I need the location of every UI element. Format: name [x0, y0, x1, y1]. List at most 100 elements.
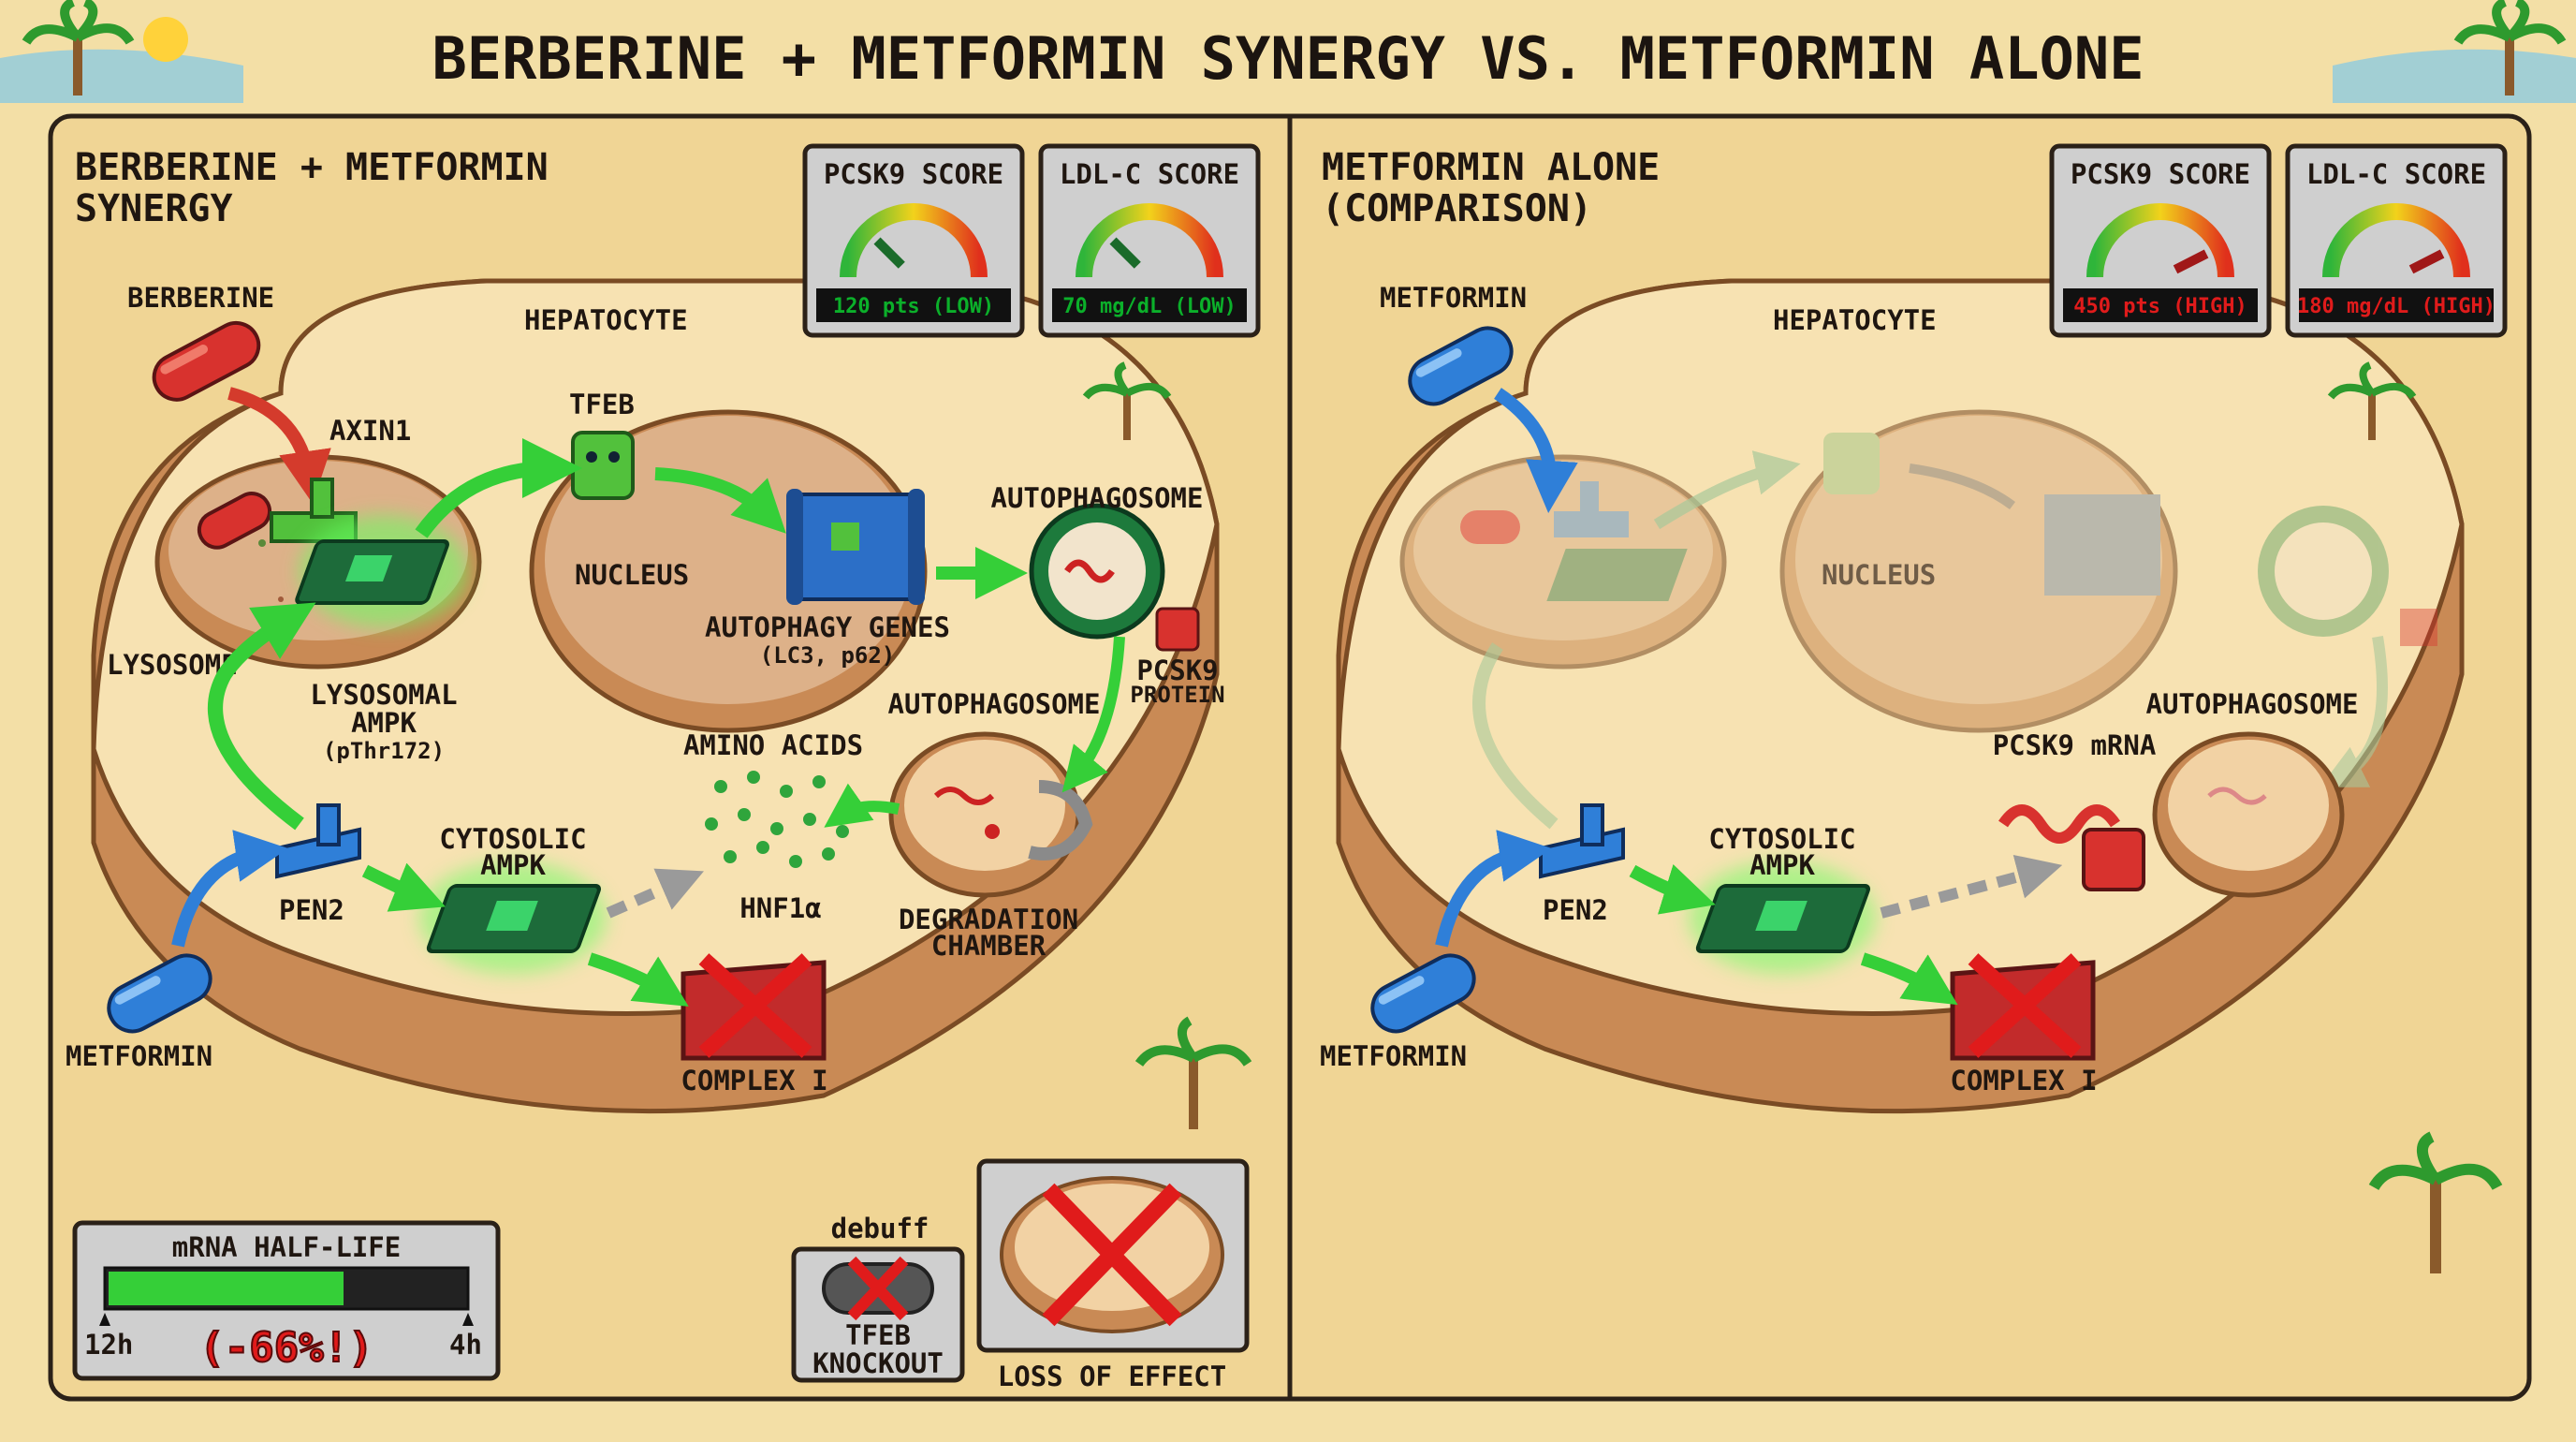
right-hepatocyte-label: HEPATOCYTE — [1773, 304, 1937, 336]
pcsk9-protein-label-2: PROTEIN — [1130, 682, 1224, 708]
right-gauge-ldl: LDL-C SCORE 180 mg/dL (HIGH) — [2285, 143, 2508, 338]
left-panel: BERBERINE + METFORMIN SYNERGY HEPATOCYTE… — [66, 143, 1261, 1392]
pcsk9-protein-right-icon — [2082, 828, 2145, 891]
left-gauge-ldl: LDL-C SCORE 70 mg/dL (LOW) — [1038, 143, 1261, 338]
half-life-start: 12h — [84, 1329, 133, 1361]
right-arrow-pen2-to-ampk — [1629, 864, 1716, 915]
pcsk9-mrna-label: PCSK9 mRNA — [1993, 729, 2157, 761]
autophagosome-top-label: AUTOPHAGOSOME — [991, 482, 1204, 514]
right-panel: METFORMIN ALONE (COMPARISON) HEPATOCYTE … — [1320, 143, 2508, 1273]
right-faded-arrow-1 — [1653, 450, 1801, 530]
lysosomal-ampk-label-1: LYSOSOMAL — [310, 679, 457, 711]
pen2-label: PEN2 — [279, 894, 344, 926]
right-gauge-ldl-title: LDL-C SCORE — [2306, 158, 2486, 190]
right-gauge-ldl-value: 180 mg/dL (HIGH) — [2297, 295, 2496, 318]
palm-tree-icon — [2368, 1131, 2503, 1273]
lysosomal-ampk-label-3: (pThr172) — [323, 738, 445, 764]
right-arrow-metformin-to-pen2 — [1435, 830, 1552, 948]
right-lysosome-faded — [1399, 454, 1727, 670]
right-cytosolic-ampk-chip-icon — [1689, 861, 1876, 974]
cytosolic-ampk-label-2: AMPK — [480, 849, 546, 881]
right-nucleus-faded — [1779, 409, 2178, 733]
left-hepatocyte-label: HEPATOCYTE — [524, 304, 688, 336]
autophagy-genes-label: AUTOPHAGY GENES — [705, 611, 950, 643]
complex1-label: COMPLEX I — [681, 1065, 827, 1096]
degradation-label-2: CHAMBER — [931, 930, 1046, 962]
right-metformin-top-label: METFORMIN — [1380, 282, 1527, 314]
left-gauge-pcsk9: PCSK9 SCORE 120 pts (LOW) — [802, 143, 1025, 338]
half-life-end: 4h — [449, 1329, 482, 1361]
debuff-line1: TFEB — [845, 1319, 911, 1351]
right-nucleus-label: NUCLEUS — [1822, 559, 1936, 591]
berberine-label: BERBERINE — [127, 282, 274, 314]
left-gauge-pcsk9-title: PCSK9 SCORE — [824, 158, 1003, 190]
palm-tree-icon — [2453, 0, 2567, 96]
palm-tree-icon — [1082, 361, 1172, 440]
autophagosome-top-icon — [1029, 503, 1165, 640]
right-arrow-metformin-to-lysosome — [1494, 388, 1578, 513]
left-gauge-pcsk9-needle — [873, 237, 905, 269]
autophagy-genes-sub-label: (LC3, p62) — [760, 642, 896, 669]
arrow-ampk-to-tfeb — [415, 438, 582, 538]
tfeb-knockout-panel: TFEB KNOCKOUT — [791, 1246, 965, 1383]
amino-acids-dots — [705, 771, 849, 868]
right-metformin-bottom-label: METFORMIN — [1320, 1040, 1467, 1072]
right-autophagosome-icon — [2152, 731, 2345, 898]
half-life-bar-fill — [109, 1272, 344, 1305]
main-title: BERBERINE + METFORMIN SYNERGY VS. METFOR… — [432, 24, 2144, 93]
berberine-pill-icon — [152, 320, 261, 402]
cytosolic-ampk-chip-icon — [419, 861, 607, 974]
tfeb-creature-icon — [571, 431, 635, 500]
amino-acids-label: AMINO ACIDS — [683, 729, 863, 761]
right-arrow-ampk-to-mrna — [1880, 854, 2063, 919]
debuff-tag: debuff — [831, 1213, 929, 1244]
right-faded-arrow-2 — [1909, 464, 2015, 510]
arrow-ampk-to-hnf1a — [606, 868, 704, 919]
palm-tree-icon — [1134, 1016, 1252, 1129]
arrow-pen2-to-lysosome — [208, 602, 316, 831]
left-gauge-ldl-value: 70 mg/dL (LOW) — [1062, 295, 1236, 318]
degradation-label-1: DEGRADATION — [899, 904, 1078, 935]
right-heading-line2: (COMPARISON) — [1322, 187, 1592, 230]
left-gauge-pcsk9-value: 120 pts (LOW) — [833, 295, 994, 318]
right-complex1-blocked-icon — [1950, 953, 2096, 1061]
mrna-half-life-panel: mRNA HALF-LIFE 12h 4h (-66%!) — [72, 1220, 501, 1381]
loss-of-effect-panel: LOSS OF EFFECT — [976, 1158, 1250, 1392]
loss-of-effect-label: LOSS OF EFFECT — [998, 1361, 1226, 1392]
palm-tree-icon — [2327, 361, 2417, 440]
berberine-pill-icon — [197, 492, 272, 550]
right-heading-line1: METFORMIN ALONE — [1322, 146, 1660, 189]
axin1-label: AXIN1 — [329, 415, 411, 447]
arrow-pen2-to-cytosolic-ampk — [361, 862, 446, 912]
tfeb-label: TFEB — [569, 389, 635, 420]
right-metformin-bottom-pill-icon — [1370, 953, 1476, 1034]
left-nucleus-label: NUCLEUS — [575, 559, 689, 591]
right-gauge-ldl-needle — [2408, 249, 2445, 274]
right-faded-arrow-3 — [1472, 642, 1559, 830]
right-gauge-pcsk9: PCSK9 SCORE 450 pts (HIGH) — [2049, 143, 2272, 338]
pcsk9-protein-icon — [1155, 607, 1200, 652]
right-complex1-label: COMPLEX I — [1950, 1065, 2097, 1096]
lysosomal-ampk-chip-icon — [295, 515, 468, 627]
right-autophagosome-faded — [2258, 506, 2437, 646]
complex1-blocked-icon — [681, 953, 827, 1061]
right-gauge-pcsk9-value: 450 pts (HIGH) — [2073, 295, 2247, 318]
right-cytosolic-ampk-label-2: AMPK — [1749, 849, 1815, 881]
palm-tree-icon — [22, 0, 135, 96]
autophagosome-mid-label: AUTOPHAGOSOME — [888, 688, 1101, 720]
degradation-chamber-icon — [888, 731, 1093, 898]
right-autophagosome-label: AUTOPHAGOSOME — [2146, 688, 2359, 720]
left-heading-line1: BERBERINE + METFORMIN — [75, 146, 549, 189]
arrow-metformin-to-pen2 — [171, 830, 288, 948]
hnf1a-label: HNF1α — [739, 892, 821, 924]
left-gauge-ldl-needle — [1109, 237, 1141, 269]
debuff-line2: KNOCKOUT — [812, 1347, 944, 1379]
right-gauge-pcsk9-needle — [2173, 249, 2209, 274]
right-arrow-ampk-to-complex1 — [1860, 952, 1958, 1006]
sun-icon — [143, 17, 188, 62]
arrow-tfeb-to-genes — [654, 467, 786, 534]
cytosolic-ampk-label-1: CYTOSOLIC — [439, 823, 586, 855]
autophagy-genes-scroll-icon — [786, 489, 925, 605]
